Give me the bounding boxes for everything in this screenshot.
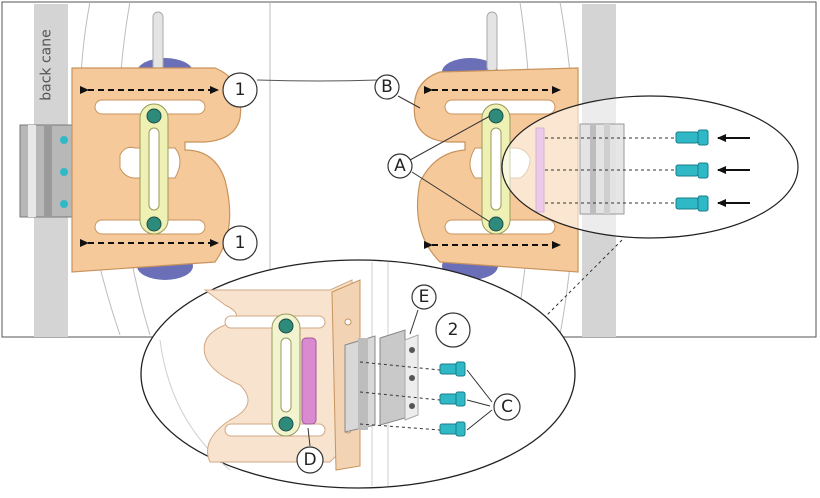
label-2: 2 [436,313,470,347]
right-screw-top [489,109,503,123]
bottom-screw-top [279,319,293,333]
label-a: A [385,154,415,178]
bottom-screw-bottom [279,417,293,431]
right-slider-slot [491,128,501,210]
rod-right [487,12,497,72]
left-screw-top [147,109,161,123]
left-screw-bottom [147,217,161,231]
bottom-clamp-blocks [345,330,418,432]
left-clamp-block [20,125,76,217]
bottom-bolts [440,362,465,436]
right-callout-bolts [676,130,708,211]
label-d: D [295,448,325,472]
bottom-slider-slot [281,338,291,412]
label-e: E [409,285,439,309]
label-1-bottom: 1 [223,226,257,260]
pink-shim-d [302,338,316,424]
back-cane-label: back cane [32,10,62,120]
callout-ellipse-right [502,96,798,238]
left-slider-slot [149,128,159,210]
label-c: C [492,395,522,419]
rod-left [153,12,163,72]
label-b: B [372,75,402,99]
right-screw-bottom [489,217,503,231]
label-1-top: 1 [223,73,257,107]
